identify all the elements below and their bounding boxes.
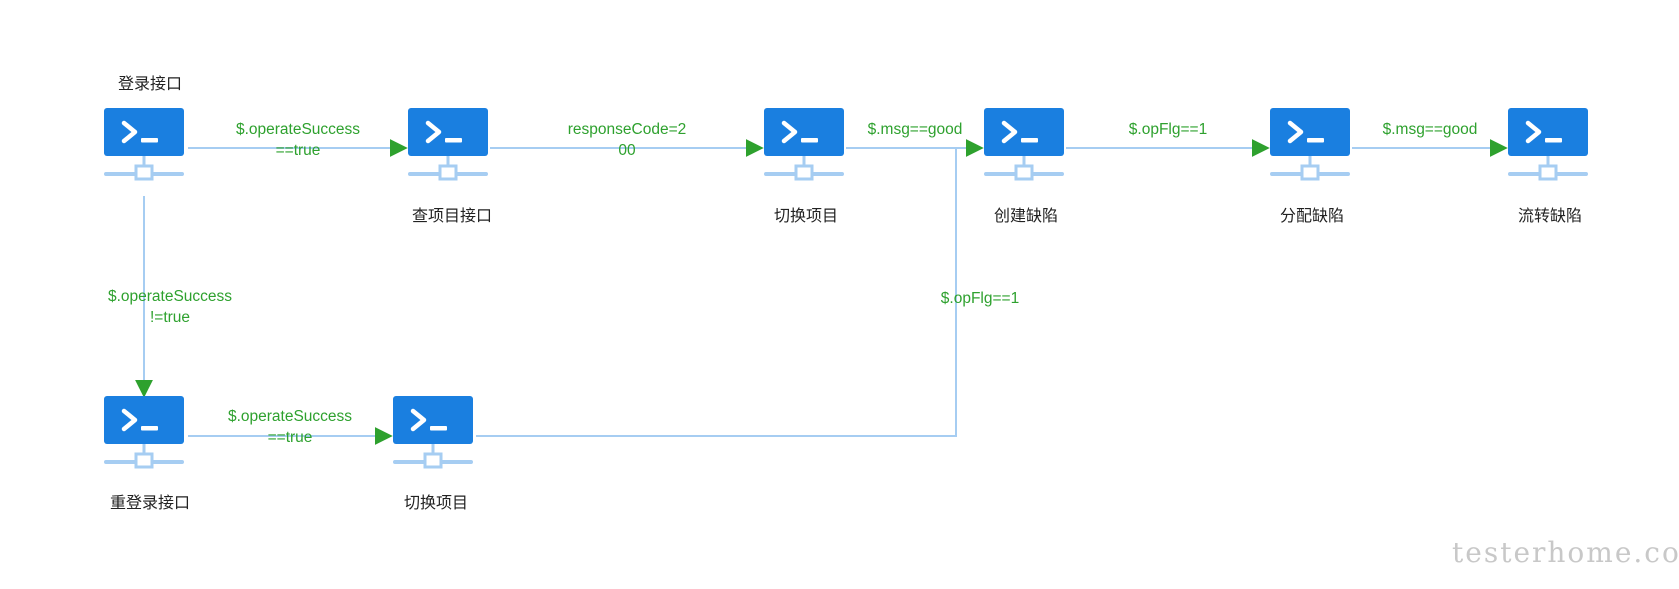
node-assign-defect[interactable] — [1270, 108, 1350, 188]
edge-label-line: $.operateSuccess — [227, 408, 353, 425]
watermark: testerhome.com — [1452, 536, 1679, 569]
node-create-defect[interactable] — [984, 108, 1064, 188]
terminal-server-icon — [1508, 108, 1588, 181]
node-query-project[interactable] — [408, 108, 488, 188]
node-label-query-project: 查项目接口 — [411, 206, 493, 225]
edge-label-line: !=true — [149, 309, 191, 326]
edge-label-switch-to-create: $.msg==good — [868, 119, 963, 140]
edge-label-create-to-assign: $.opFlg==1 — [1129, 119, 1207, 140]
node-label-assign-defect: 分配缺陷 — [1279, 206, 1345, 225]
node-relogin[interactable] — [104, 396, 184, 476]
terminal-server-icon — [764, 108, 844, 181]
node-label-switch-project: 切换项目 — [773, 206, 839, 225]
edge-label-switch2-to-create: $.opFlg==1 — [941, 288, 1019, 309]
edge-label-line: $.opFlg==1 — [940, 290, 1020, 307]
terminal-server-icon — [104, 108, 184, 181]
edge-label-relogin-to-switch2: $.operateSuccess ==true — [228, 406, 352, 448]
node-label-transfer-defect: 流转缺陷 — [1517, 206, 1583, 225]
node-login[interactable] — [104, 108, 184, 188]
node-label-switch-project-2: 切换项目 — [403, 493, 469, 512]
terminal-server-icon — [104, 396, 184, 469]
node-transfer-defect[interactable] — [1508, 108, 1588, 188]
edge-label-line: $.msg==good — [1382, 121, 1478, 138]
edge-label-assign-to-transfer: $.msg==good — [1383, 119, 1478, 140]
edge-label-line: $.opFlg==1 — [1128, 121, 1208, 138]
edge-label-line: 00 — [618, 142, 636, 159]
edge-label-line: $.msg==good — [867, 121, 963, 138]
node-label-create-defect: 创建缺陷 — [993, 206, 1059, 225]
node-label-relogin: 重登录接口 — [109, 493, 191, 512]
terminal-server-icon — [1270, 108, 1350, 181]
edge-label-line: $.operateSuccess — [107, 288, 233, 305]
edge-label-line: ==true — [275, 142, 321, 159]
edge-label-login-to-relogin: $.operateSuccess !=true — [108, 286, 232, 328]
edge-switch2-to-create — [476, 148, 957, 437]
terminal-server-icon — [393, 396, 473, 469]
edge-label-line: responseCode=2 — [567, 121, 687, 138]
edge-label-query-to-switch: responseCode=2 00 — [568, 119, 687, 161]
edge-label-line: $.operateSuccess — [235, 121, 361, 138]
edge-label-line: ==true — [267, 429, 313, 446]
node-label-login: 登录接口 — [117, 74, 183, 93]
node-switch-project[interactable] — [764, 108, 844, 188]
edge-label-login-to-query: $.operateSuccess ==true — [236, 119, 360, 161]
terminal-server-icon — [984, 108, 1064, 181]
node-switch-project-2[interactable] — [393, 396, 473, 476]
terminal-server-icon — [408, 108, 488, 181]
